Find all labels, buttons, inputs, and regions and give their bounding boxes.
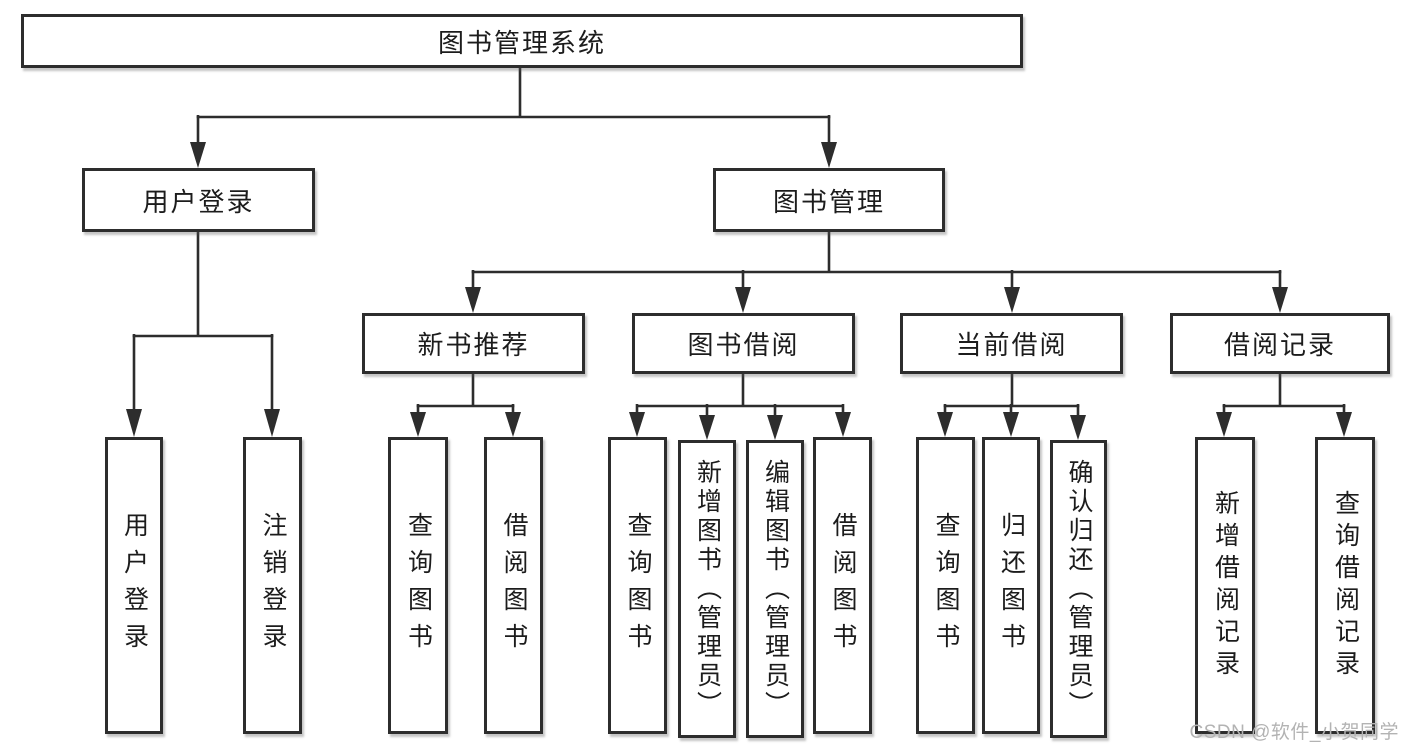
node-book-borrowing: 图书借阅 <box>632 313 855 374</box>
node-leaf-borrow-books-1-label: 借阅图书 <box>500 511 528 660</box>
node-current-borrowing: 当前借阅 <box>900 313 1123 374</box>
node-leaf-query-books-1-label: 查询图书 <box>404 511 433 660</box>
node-leaf-edit-books-admin-label: 编辑图书（管理员） <box>761 458 790 720</box>
csdn-watermark: CSDN @软件_小贺同学 <box>1189 722 1399 743</box>
node-leaf-logout-label: 注销登录 <box>259 511 287 660</box>
node-leaf-query-books-2-label: 查询图书 <box>624 511 652 660</box>
node-leaf-confirm-return-admin-label: 确认归还（管理员） <box>1065 458 1093 720</box>
node-leaf-borrow-books-2-label: 借阅图书 <box>829 511 857 660</box>
node-leaf-logout: 注销登录 <box>243 437 302 734</box>
node-root-label: 图书管理系统 <box>437 27 606 58</box>
node-leaf-confirm-return-admin: 确认归还（管理员） <box>1050 440 1107 738</box>
node-leaf-add-borrow-record-label: 新增借阅记录 <box>1211 489 1240 682</box>
node-leaf-query-borrow-record-label: 查询借阅记录 <box>1331 489 1360 682</box>
node-leaf-user-login: 用户登录 <box>105 437 163 734</box>
node-leaf-add-books-admin-label: 新增图书（管理员） <box>693 458 722 720</box>
node-borrowing-records: 借阅记录 <box>1170 313 1390 374</box>
node-leaf-query-books-1: 查询图书 <box>388 437 448 734</box>
node-leaf-add-borrow-record: 新增借阅记录 <box>1195 437 1255 734</box>
node-new-book-recommend: 新书推荐 <box>362 313 585 374</box>
node-book-management-label: 图书管理 <box>772 186 885 217</box>
node-leaf-borrow-books-1: 借阅图书 <box>484 437 543 734</box>
arrowhead-icons <box>126 142 1352 440</box>
node-user-login-label: 用户登录 <box>142 186 255 217</box>
node-leaf-return-books-label: 归还图书 <box>997 511 1026 660</box>
node-leaf-query-borrow-record: 查询借阅记录 <box>1315 437 1375 734</box>
node-root: 图书管理系统 <box>21 14 1023 68</box>
node-current-borrowing-label: 当前借阅 <box>955 330 1068 360</box>
node-leaf-query-books-3: 查询图书 <box>916 437 975 734</box>
node-leaf-return-books: 归还图书 <box>982 437 1040 734</box>
node-book-borrowing-label: 图书借阅 <box>687 330 800 360</box>
node-leaf-borrow-books-2: 借阅图书 <box>813 437 872 734</box>
node-leaf-query-books-2: 查询图书 <box>608 437 667 734</box>
node-leaf-user-login-label: 用户登录 <box>120 511 149 660</box>
node-book-management: 图书管理 <box>713 168 945 232</box>
node-leaf-add-books-admin: 新增图书（管理员） <box>678 440 736 738</box>
node-new-book-recommend-label: 新书推荐 <box>417 330 530 360</box>
node-user-login: 用户登录 <box>82 168 315 232</box>
node-leaf-edit-books-admin: 编辑图书（管理员） <box>746 440 804 738</box>
node-borrowing-records-label: 借阅记录 <box>1223 330 1336 360</box>
node-leaf-query-books-3-label: 查询图书 <box>932 511 960 660</box>
